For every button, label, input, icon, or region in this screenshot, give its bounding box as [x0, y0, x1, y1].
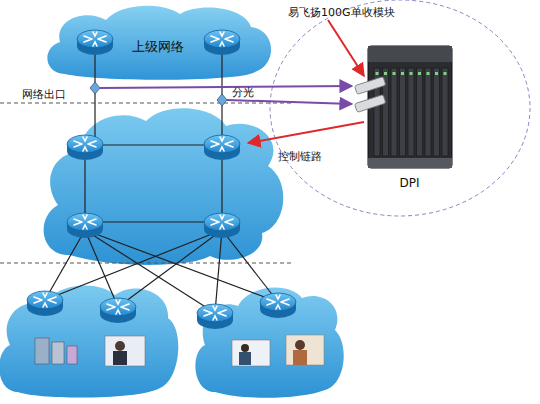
slot-led: [444, 72, 447, 75]
split-label: 分光: [232, 86, 254, 99]
slot-led: [393, 72, 396, 75]
network-links: [45, 48, 278, 313]
router-icons: [27, 30, 296, 329]
chassis-slot: [408, 68, 414, 156]
slot-led: [401, 72, 404, 75]
slot-led: [418, 72, 421, 75]
link-label: 控制链路: [278, 150, 322, 163]
access-cloud: [0, 285, 178, 397]
slot-led: [410, 72, 413, 75]
chassis-slot: [417, 68, 423, 156]
dashed-circle: [270, 0, 530, 216]
node-label: 上级网络: [40, 38, 275, 56]
device-box: DPI: [362, 42, 457, 192]
chassis-body: [368, 46, 452, 168]
callout-arrows: [248, 20, 364, 143]
boundary-line: [0, 103, 292, 104]
chassis-slot: [400, 68, 406, 156]
node-label: DPI: [362, 176, 457, 190]
network-cloud: 上级网络: [40, 2, 275, 80]
chassis-top: [368, 46, 452, 62]
dpi-chassis: [362, 42, 457, 172]
chassis-slot: [434, 68, 440, 156]
chassis-slot: [391, 68, 397, 156]
chassis-base: [368, 158, 452, 168]
access-cloud: [195, 288, 343, 398]
chassis-slot: [383, 68, 389, 156]
slot-led: [376, 72, 379, 75]
splitter-diamonds: [90, 82, 227, 106]
middle-network-cloud: [44, 108, 284, 265]
split-light-arrows: [100, 86, 352, 104]
transceiver-modules: [354, 77, 385, 113]
chassis-slot: [425, 68, 431, 156]
chassis-slot: [442, 68, 448, 156]
boundary-line: [0, 263, 292, 264]
boundary-label: 网络出口: [22, 88, 66, 101]
chassis-slot: [374, 68, 380, 156]
callout-label: 易飞扬100G单收模块: [288, 6, 395, 19]
slot-led: [427, 72, 430, 75]
slot-led: [384, 72, 387, 75]
end-user-pictures: [35, 335, 324, 366]
slot-led: [435, 72, 438, 75]
